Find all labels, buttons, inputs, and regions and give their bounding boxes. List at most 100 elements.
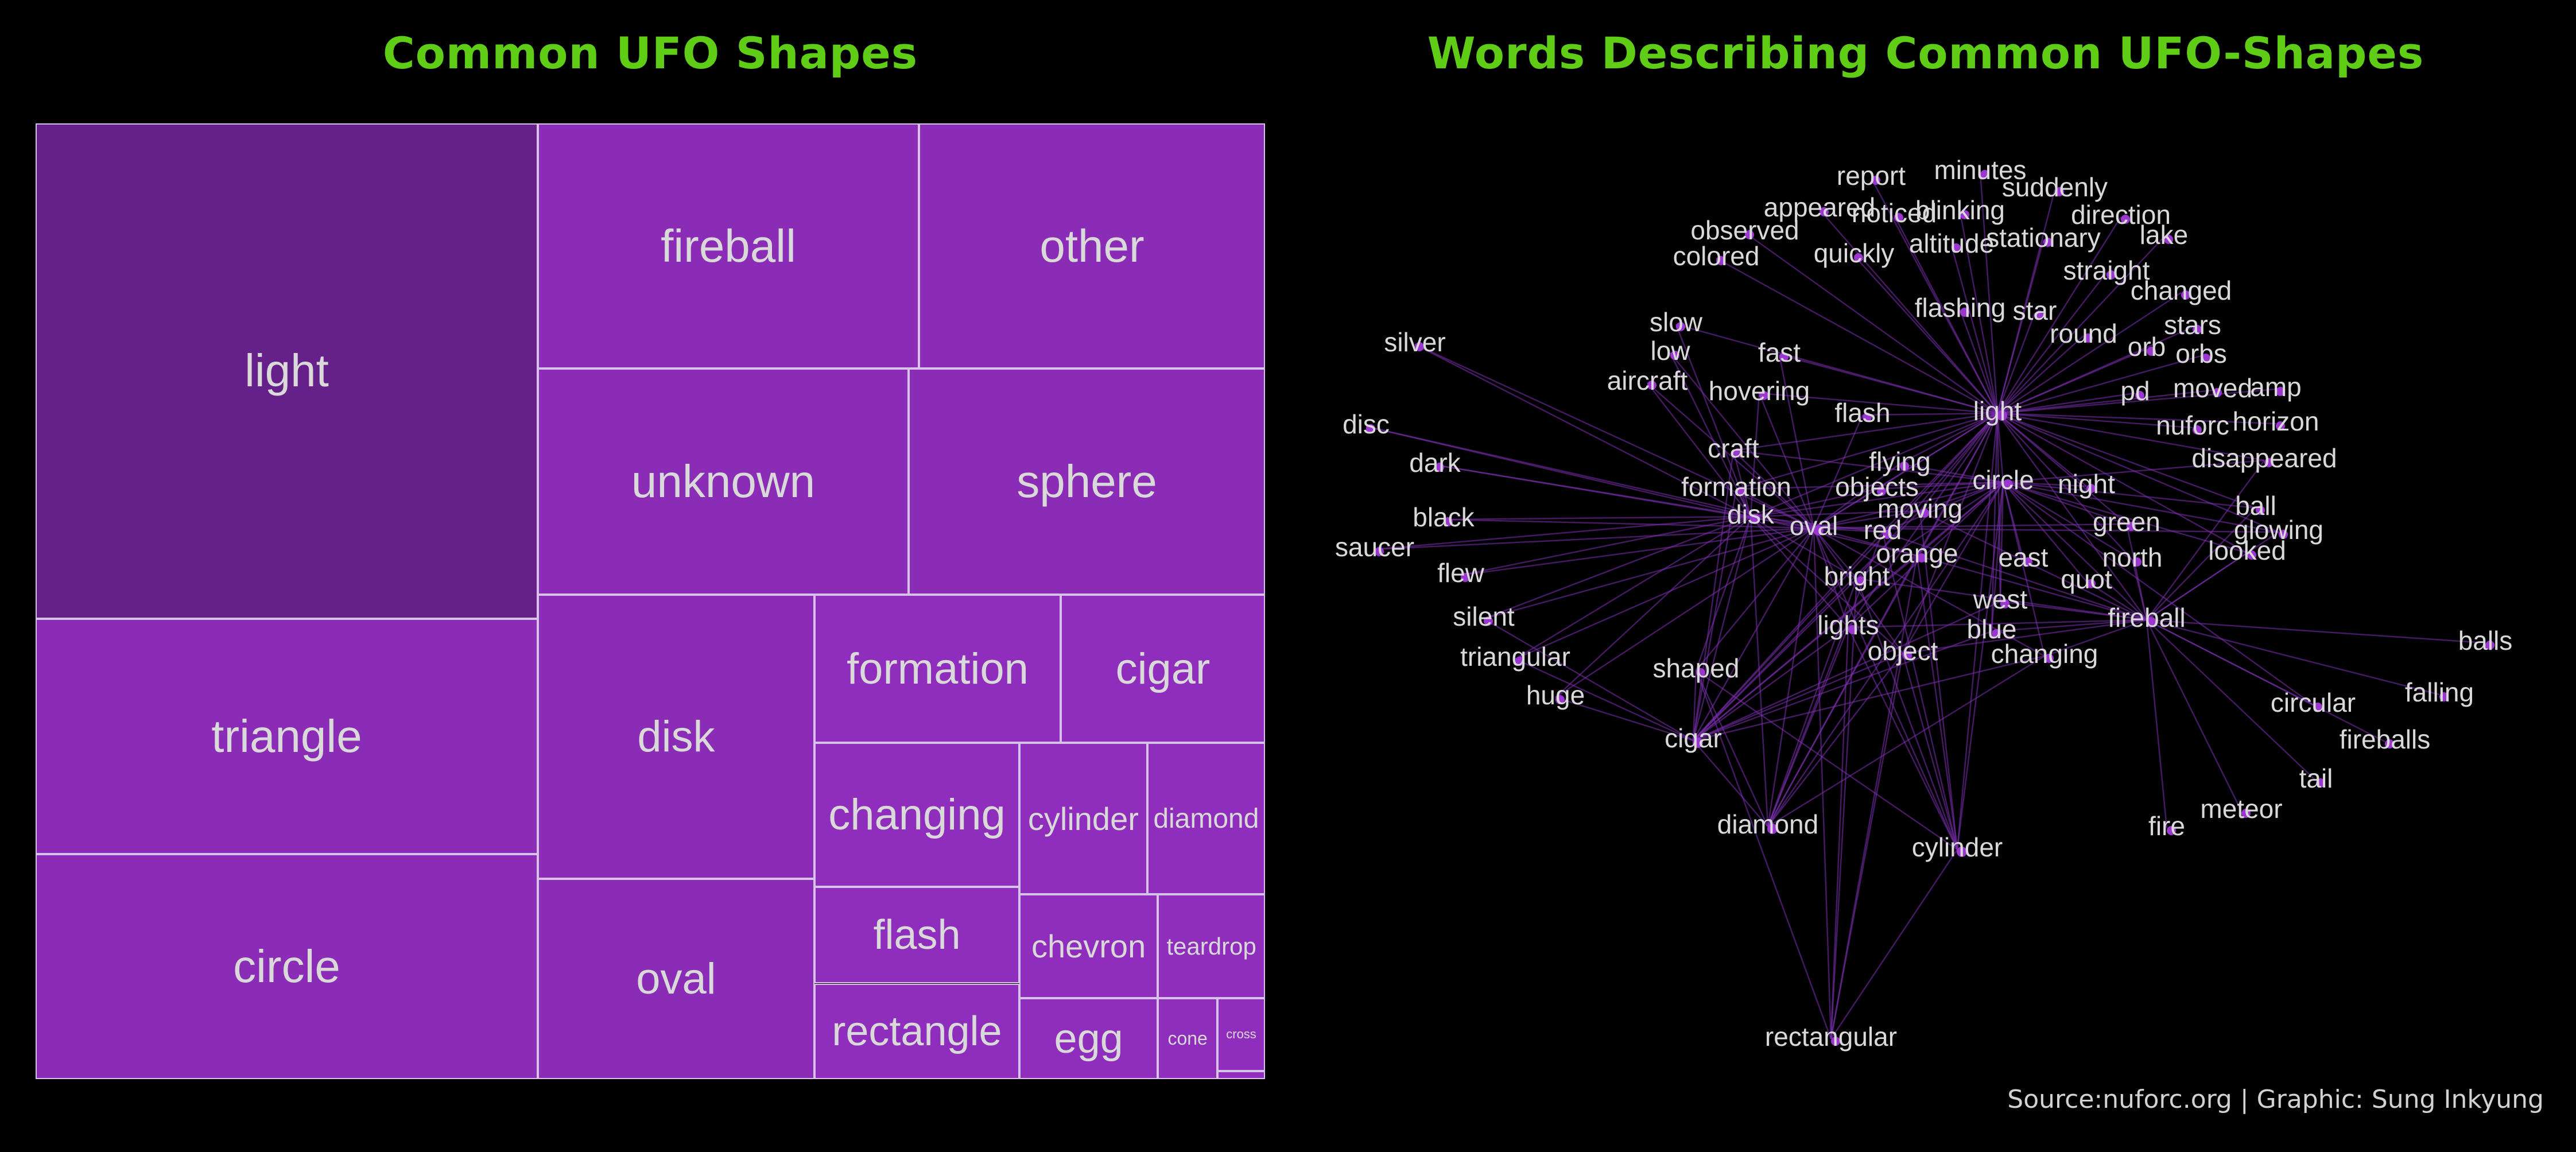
network-node-fireballs (2385, 739, 2394, 748)
network-edge (1813, 527, 1857, 579)
network-edge (1997, 412, 2256, 509)
network-edge (1813, 527, 2279, 533)
network-edge (2003, 481, 2279, 533)
network-node-lights (1848, 625, 1857, 634)
network-edge (1830, 578, 1858, 1039)
network-label-cigar: cigar (1665, 723, 1722, 753)
network-edge (1996, 413, 2148, 620)
treemap-tile-oval: oval (538, 879, 814, 1079)
treemap-tile-light: light (36, 123, 538, 619)
network-edge (1856, 577, 2147, 621)
network-edge (1902, 413, 1999, 654)
network-node-moved (2213, 388, 2222, 397)
network-node-lake (2164, 235, 2173, 244)
network-edge (1767, 655, 2045, 828)
treemap-tile-cone: cone (1158, 998, 1218, 1079)
network-node-orange (1917, 553, 1926, 563)
network-label-circle: circle (1972, 465, 2034, 495)
treemap-tile-other: other (919, 123, 1265, 369)
network-label-diamond: diamond (1717, 809, 1818, 839)
network-node-changing (2044, 654, 2054, 663)
network-edge (1692, 450, 1735, 741)
network-node-hovering (1759, 391, 1768, 400)
network-label-stars: stars (2164, 310, 2221, 340)
network-node-bright (1857, 576, 1866, 585)
network-label-changing: changing (1991, 639, 2098, 669)
network-edge (1693, 413, 1998, 741)
network-node-altitude (1952, 243, 1961, 253)
network-edge (1670, 352, 1814, 529)
network-node-flying (1900, 461, 1909, 471)
network-edge (1515, 527, 1814, 660)
network-edge (1767, 653, 1903, 827)
network-edge (1997, 392, 2136, 414)
network-label-flying: flying (1869, 447, 1930, 476)
network-node-direction (2121, 215, 2130, 224)
network-edge (1997, 236, 2164, 414)
treemap-tile-changing: changing (814, 743, 1020, 887)
network-label-lake: lake (2140, 220, 2188, 250)
network-edge (2044, 619, 2147, 657)
network-edge (1750, 510, 1921, 518)
network-edge (1919, 481, 2004, 512)
network-node-object (1903, 651, 1912, 660)
network-label-moved: moved (2173, 373, 2252, 403)
network-label-low: low (1650, 336, 1690, 366)
network-edge (1997, 335, 2084, 414)
network-label-orange: orange (1876, 538, 1958, 568)
network-label-orbs: orbs (2175, 339, 2226, 369)
network-edge (1959, 309, 1999, 414)
network-edge (1856, 578, 1958, 850)
network-edge (2146, 619, 2317, 781)
network-label-blue: blue (1967, 614, 2017, 644)
network-edge (1693, 510, 1921, 741)
network-node-glowing (2279, 530, 2288, 539)
network-label-fireball: fireball (2108, 603, 2186, 633)
network-label-north: north (2102, 542, 2163, 572)
network-edge (1813, 527, 1849, 628)
network-label-disappeared: disappeared (2191, 443, 2337, 473)
network-label-glowing: glowing (2234, 515, 2323, 545)
network-edge (1414, 343, 1751, 518)
network-edge (1374, 515, 1751, 550)
network-edge (1813, 527, 1904, 654)
network-edge (1483, 618, 1694, 742)
network-node-balls (2485, 641, 2494, 650)
network-label-dark: dark (1409, 448, 1461, 478)
network-edge (1997, 412, 2265, 461)
treemap-tile-fireball: fireball (538, 123, 920, 369)
network-edge (2003, 481, 2248, 554)
network-edge (1813, 414, 1864, 529)
network-edge (1902, 653, 1958, 850)
network-node-suddenly (2055, 187, 2064, 196)
network-edge (1862, 412, 1998, 416)
network-node-flashing (1960, 308, 1969, 317)
network-title: Words Describing Common UFO-Shapes (1427, 28, 2424, 79)
network-node-minutes (1980, 170, 1989, 179)
network-node-north (2132, 557, 2142, 567)
network-edge (1515, 515, 1751, 660)
network-node-shaped (1696, 668, 1705, 677)
network-edge (1716, 257, 1998, 414)
network-label-light: light (1973, 396, 2022, 426)
network-node-huge (1555, 695, 1565, 704)
treemap-tile-cigar: cigar (1060, 595, 1265, 743)
network-edge (1830, 849, 1958, 1039)
network-edge (1997, 412, 2193, 429)
network-label-looked: looked (2208, 536, 2286, 565)
network-label-hovering: hovering (1709, 376, 1810, 406)
network-edge (1997, 272, 2107, 414)
network-edge (1997, 355, 2202, 414)
network-node-report (1871, 176, 1880, 185)
network-edge (1997, 292, 2182, 414)
network-edge (1778, 354, 1815, 529)
treemap-tile-circle: circle (36, 854, 538, 1079)
network-node-black (1444, 517, 1453, 526)
network-node-disappeared (2264, 458, 2274, 467)
network-label-shaped: shaped (1653, 653, 1740, 683)
network-edges (1365, 172, 2486, 1039)
network-edge (1956, 482, 2004, 850)
network-edge (2146, 619, 2168, 829)
network-node-amp (2276, 387, 2285, 396)
network-node-low (1670, 351, 1679, 360)
